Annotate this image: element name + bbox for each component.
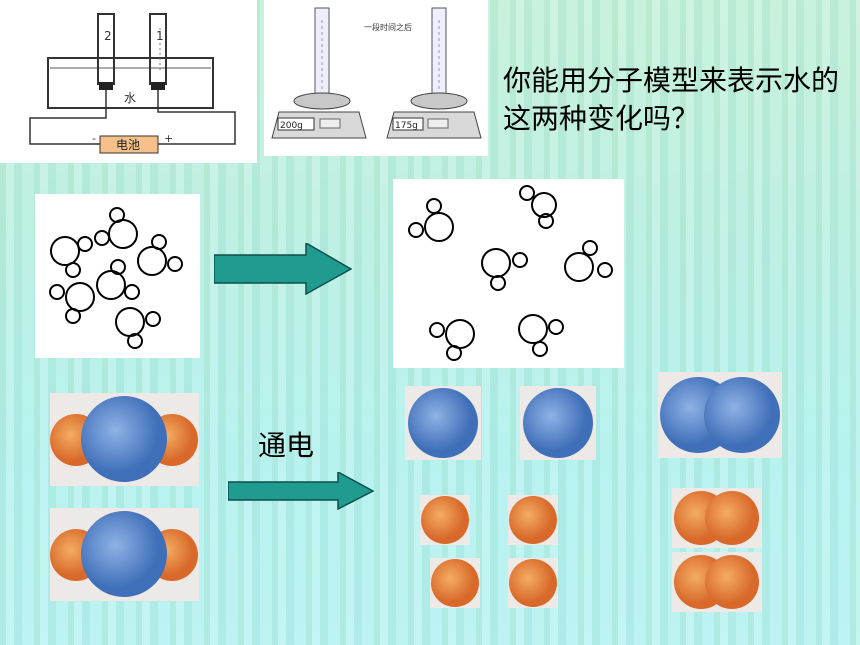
balance-before-reading: 200g xyxy=(280,121,303,131)
oxygen-atom xyxy=(520,386,596,460)
electrify-label: 通电 xyxy=(258,429,315,462)
hydrogen-atom xyxy=(508,558,558,608)
tube-1-label: 1 xyxy=(156,29,164,43)
plus-label: + xyxy=(164,132,173,145)
oxygen-atom xyxy=(81,396,167,482)
hydrogen-atom xyxy=(508,495,558,545)
hydrogen-atom xyxy=(430,558,480,608)
water-label: 水 xyxy=(124,91,136,105)
hydrogen-molecule xyxy=(672,488,762,548)
oxygen-atom xyxy=(405,386,481,460)
balance-diagram: 200g 一段时间之后 175g xyxy=(264,0,488,156)
minus-label: - xyxy=(92,132,96,145)
oxygen-atom xyxy=(81,511,167,597)
hydrogen-molecule xyxy=(672,552,762,612)
arrow-right-icon xyxy=(214,243,352,295)
water-model-2 xyxy=(50,508,199,601)
oxygen-molecule xyxy=(658,372,782,458)
after-time-label: 一段时间之后 xyxy=(364,22,412,32)
water-model-1 xyxy=(50,393,199,486)
electrolysis-apparatus-icon: 2 1 水 电池 - + xyxy=(29,13,236,154)
balance-scale-icon: 200g 一段时间之后 175g xyxy=(271,7,482,139)
molecule-outline-icon xyxy=(408,185,613,361)
question-text: 你能用分子模型来表示水的这两种变化吗？ xyxy=(503,64,840,135)
battery-label: 电池 xyxy=(116,138,140,152)
molecule-outline-icon xyxy=(49,207,183,349)
water-molecules-panel xyxy=(35,194,200,358)
balance-after-reading: 175g xyxy=(395,121,418,131)
gas-molecules-panel xyxy=(393,179,624,368)
hydrogen-atom xyxy=(420,495,470,545)
tube-2-label: 2 xyxy=(104,29,112,43)
electrolysis-diagram: 2 1 水 电池 - + xyxy=(0,0,257,163)
arrow-right-icon xyxy=(228,472,374,510)
